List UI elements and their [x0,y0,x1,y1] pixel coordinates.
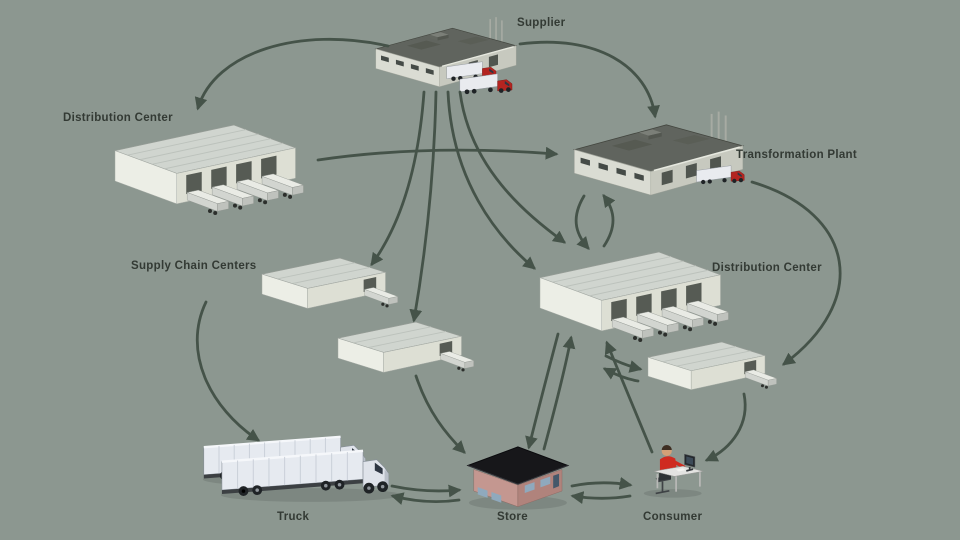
edge-dc-right-to-satellite [604,354,643,373]
distribution-center-left-building [115,125,303,215]
edge-supplier-to-dc-right-1 [446,90,536,270]
edge-dc-left-to-plant [316,146,559,162]
edge-supplier-to-dc-right-2 [458,90,567,244]
edge-store-to-dc-right [542,335,576,451]
label-transformation-plant: Transformation Plant [736,149,858,161]
edge-scc-to-truck [196,300,261,442]
edge-store-to-consumer [570,476,633,490]
edge-plant-to-satellite [750,180,842,366]
edge-scc-b-to-store [414,374,466,454]
arrows-layer [194,37,842,505]
supply-chain-center-a-building [262,258,398,308]
label-distribution-center-right: Distribution Center [712,262,822,274]
edge-dc-right-to-plant [602,193,616,248]
satellite-warehouse-building [648,342,777,390]
edge-store-to-truck [390,492,461,505]
truck-front [219,449,403,504]
transformation-plant-building [573,110,744,197]
edge-satellite-to-consumer [704,392,747,462]
label-store: Store [497,511,528,523]
distribution-center-right-building [540,252,728,342]
edge-truck-to-store [390,484,462,498]
edge-supplier-to-plant [518,40,660,119]
edge-supplier-to-scc-a [370,90,426,267]
label-supply-chain-centers: Supply Chain Centers [131,260,257,272]
edge-plant-to-dc-right [574,194,590,250]
supply-chain-center-b-building [338,322,474,372]
label-supplier: Supplier [517,17,566,29]
label-consumer: Consumer [643,511,703,523]
edge-satellite-to-dc-right [602,367,640,383]
store-building [467,446,569,511]
label-truck: Truck [277,511,310,523]
edge-supplier-to-scc-b [409,90,438,323]
edge-consumer-to-dc-right [604,340,654,454]
label-distribution-center-left: Distribution Center [63,112,173,124]
edge-consumer-to-store [570,491,632,504]
edge-supplier-to-dc-left [194,37,390,111]
edge-dc-right-to-store [525,332,560,450]
